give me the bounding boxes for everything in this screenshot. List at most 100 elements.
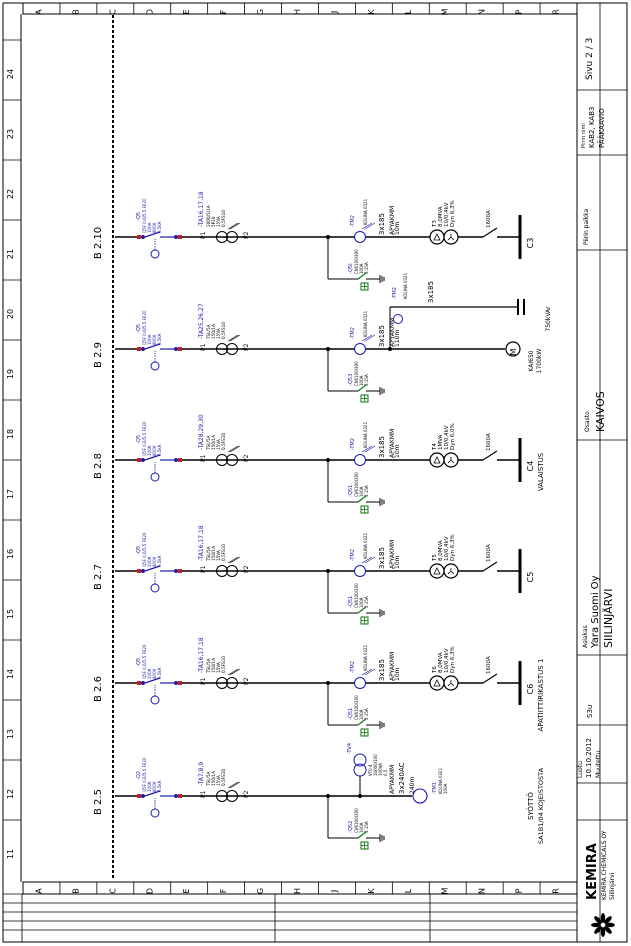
current-transformer-icon <box>226 343 238 355</box>
brand-petal <box>594 926 602 934</box>
cable-type: APYAKMM <box>389 206 396 235</box>
ct-tick <box>229 556 241 564</box>
column-letter: D <box>145 9 154 15</box>
earth-switch-spec: 100A <box>359 375 364 386</box>
earth-switch-tag: -Q5I <box>348 263 354 274</box>
destination-board: C5 <box>526 572 535 583</box>
contact-icon <box>174 235 178 239</box>
cable-length: 10m <box>394 221 401 235</box>
ct-tick <box>227 668 239 676</box>
breaker-spec: Q5F 0.6/5.5 F620 <box>142 421 147 456</box>
current-transformer-icon <box>216 231 228 243</box>
ct-tick <box>227 222 239 230</box>
ct-p1: P1 <box>200 677 207 685</box>
drawing-type: PÄÄKAAVIO <box>597 108 606 148</box>
relay-tick <box>364 334 376 342</box>
vt-spec: 100VA <box>378 763 383 776</box>
ct-tag: -TA25,26,27 <box>198 303 205 339</box>
breaker-spec: 800V <box>152 222 157 233</box>
contact-icon <box>141 347 145 351</box>
column-letter: K <box>367 888 376 894</box>
incomer-meter-icon <box>412 788 428 804</box>
destination-board: C4 <box>526 461 535 472</box>
ct-tick <box>227 445 239 453</box>
site-name: SIILINJÄRVI <box>602 589 615 648</box>
protection-relay-icon <box>354 677 366 689</box>
breaker-spec: 100A <box>147 334 152 345</box>
brand-wordmark: KEMIRA <box>585 843 600 900</box>
breaker-spec: 0.5kA <box>157 667 162 679</box>
delta-winding-icon <box>433 233 441 241</box>
ct-spec: 15VA <box>216 662 221 673</box>
transformer-spec: Dyn 6,3% <box>450 534 456 561</box>
junction-dot <box>388 347 392 351</box>
ct-spec: 15VA <box>216 775 221 786</box>
motor-name: KAI650 <box>528 350 535 371</box>
capacitor-relay-icon <box>393 314 403 324</box>
transformer-spec: 8,0MVA <box>438 206 444 227</box>
earth-switch-icon <box>357 384 367 392</box>
document-code: S3u <box>586 705 594 718</box>
ct-spec: TSL/5A <box>206 546 211 562</box>
earth-switch-spec: 3,15A <box>364 262 369 274</box>
row-number: 14 <box>6 669 15 679</box>
column-letter: G <box>256 888 265 894</box>
incomer-meter-spec: 100A <box>443 783 448 794</box>
incomer-source: SA1B1/04 KOJEISTOSTA <box>537 767 545 844</box>
terminal-icon <box>137 681 141 685</box>
earth-switch-spec: 100A <box>359 822 364 833</box>
motor-letter: M <box>509 348 518 355</box>
earth-switch-spec: 100A <box>359 263 364 274</box>
cable-size: 3x185 <box>378 436 386 458</box>
earth-switch-spec: CV6100/300 <box>354 583 359 608</box>
vt-tag: -TV4 <box>347 743 353 754</box>
breaker-tag: -Q5 <box>136 324 142 333</box>
column-letter: H <box>293 9 302 15</box>
ct-p2: P2 <box>243 454 250 462</box>
cable-type: APYAKMM <box>389 765 396 794</box>
earth-switch-spec: 3,15A <box>364 374 369 386</box>
transformer-spec: 10/0,4kV <box>444 648 450 673</box>
destination-label: APATIITTIRIKASTUS 1 <box>537 659 545 732</box>
star-winding-icon <box>447 680 455 687</box>
current-transformer-icon <box>226 454 238 466</box>
terminal-icon <box>178 681 182 685</box>
transformer-spec: 10/0,4kV <box>444 425 450 450</box>
ct-spec: 15VA <box>216 328 221 339</box>
brand-petal <box>600 927 606 937</box>
column-letter: F <box>219 9 228 14</box>
column-letter: L <box>404 888 413 893</box>
column-letter: D <box>145 888 154 894</box>
ct-tick <box>229 222 241 230</box>
row-number: 21 <box>6 249 15 259</box>
brand-petal <box>594 916 602 924</box>
relay-tag: -TM2 <box>350 438 356 450</box>
ct-p2: P2 <box>243 343 250 351</box>
earth-switch-tag: -Q51 <box>348 708 354 720</box>
ct-tick <box>229 334 241 342</box>
transformer-spec: 8,0MVA <box>438 652 444 673</box>
area-label: Osasto <box>584 411 591 432</box>
ct-spec: 15VA <box>216 439 221 450</box>
area-name: KAIVOS <box>594 391 607 432</box>
relay-spec: KOLINA 0321 <box>363 644 368 671</box>
terminal-icon <box>178 569 182 573</box>
breaker-spec: Q5F 0.6/5.5 F620 <box>142 198 147 233</box>
relay-tag: -TM2 <box>350 549 356 561</box>
row-number: 18 <box>6 429 15 439</box>
cable-type: APYAKMM <box>389 318 396 347</box>
earth-switch-spec: CV6100/300 <box>354 808 359 833</box>
lv-switch-icon <box>482 450 498 461</box>
brand-petal <box>605 922 615 928</box>
created-date: 10.10.2012 <box>585 738 593 778</box>
destination-board: C6 <box>526 684 535 695</box>
row-number: 17 <box>6 489 15 499</box>
feeder-id: B 2.7 <box>93 564 104 590</box>
vt-spec: VT0-4 <box>368 764 373 776</box>
earth-switch-spec: 3,15A <box>364 596 369 608</box>
breaker-spec: 100A <box>147 222 152 233</box>
row-number: 24 <box>6 69 15 79</box>
terminal-icon <box>137 794 141 798</box>
ct-spec: 0,5FS10 <box>221 769 226 786</box>
